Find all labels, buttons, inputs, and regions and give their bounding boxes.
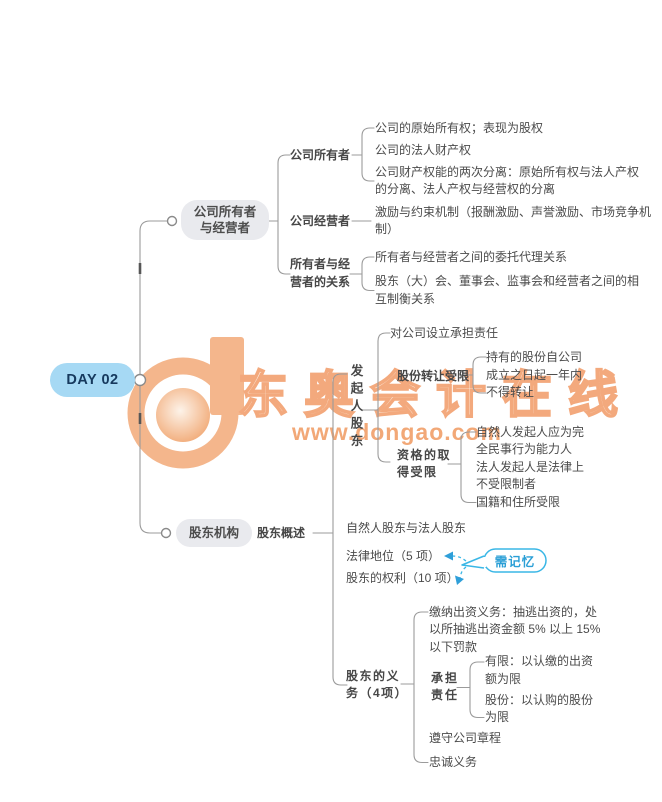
junction-dot-root <box>133 373 147 387</box>
memo-callout-shape <box>461 548 547 573</box>
memo-arrows <box>451 555 467 579</box>
leaf-capital-contribution: 缴纳出资义务：抽逃出资的，处以所抽逃出资金额 5% 以上 15% 以下罚款 <box>429 604 601 654</box>
branch-lines <box>139 127 487 764</box>
node-shareholder-obligations: 股东的义务（4项） <box>346 668 409 701</box>
node-bear-liability: 承担责任 <box>431 670 460 703</box>
memo-callout: 需记忆 <box>494 555 536 569</box>
watermark-brand: 东奥会计在线 <box>238 367 634 423</box>
dongao-logo-icon <box>127 337 244 469</box>
leaf-checks-balances: 股东（大）会、董事会、监事会和经营者之间的相互制衡关系 <box>375 274 640 306</box>
node-shareholder-structure: 股东机构 <box>176 519 253 547</box>
leaf-legal-person-property: 公司的法人财产权 <box>375 143 472 157</box>
node-label: 公司所有者与经营者 <box>193 205 257 235</box>
leaf-incentive-mechanism: 激励与约束机制（报酬激励、声誉激励、市场竞争机制） <box>375 204 652 237</box>
node-owner-operator-relation: 所有者与经营者的关系 <box>290 257 351 289</box>
leaf-natural-person-capacity: 自然人发起人应为完全民事行为能力人 <box>476 424 585 457</box>
arrowhead-down-icon <box>455 575 464 585</box>
leaf-shareholder-types: 自然人股东与法人股东 <box>346 520 467 535</box>
node-share-transfer-restriction: 股份转让受限 <box>397 368 470 383</box>
leaf-agency-relation: 所有者与经营者之间的委托代理关系 <box>375 250 568 264</box>
leaf-shareholder-rights: 股东的权利（10 项） <box>346 570 459 585</box>
leaf-loyalty-duty: 忠诚义务 <box>429 755 478 769</box>
node-shareholder-overview: 股东概述 <box>257 526 306 540</box>
node-company-owner: 公司所有者 <box>290 147 351 162</box>
leaf-share-liability: 股份：以认购的股份为限 <box>485 692 594 725</box>
leaf-original-ownership: 公司的原始所有权；表现为股权 <box>375 120 544 135</box>
leaf-limited-liability: 有限：以认缴的出资额为限 <box>485 654 594 686</box>
arrowhead-left-icon <box>444 551 453 561</box>
leaf-legal-status: 法律地位（5 项） <box>346 548 441 563</box>
leaf-abide-articles: 遵守公司章程 <box>429 730 502 745</box>
junction-dot-owners <box>166 215 178 227</box>
node-promoter-shareholder: 发起人股东 <box>348 364 363 452</box>
memo-arrowheads <box>444 551 464 585</box>
node-company-owners-operators: 公司所有者与经营者 <box>181 200 269 240</box>
leaf-establishment-liability: 对公司设立承担责任 <box>390 326 499 340</box>
node-qualification-restriction: 资格的取得受限 <box>397 447 452 480</box>
leaf-one-year-lockup: 持有的股份自公司成立之日起一年内不得转让 <box>486 350 583 399</box>
leaf-nationality-residence: 国籍和住所受限 <box>476 495 561 509</box>
junction-dot-shareholders <box>160 527 172 539</box>
node-company-operator: 公司经营者 <box>290 214 351 228</box>
leaf-legal-person-unrestricted: 法人发起人是法律上不受限制者 <box>476 459 585 492</box>
leaf-two-separations: 公司财产权能的两次分离：原始所有权与法人产权的分离、法人产权与经营权的分离 <box>375 164 640 197</box>
root-node-day02: DAY 02 <box>50 363 135 397</box>
